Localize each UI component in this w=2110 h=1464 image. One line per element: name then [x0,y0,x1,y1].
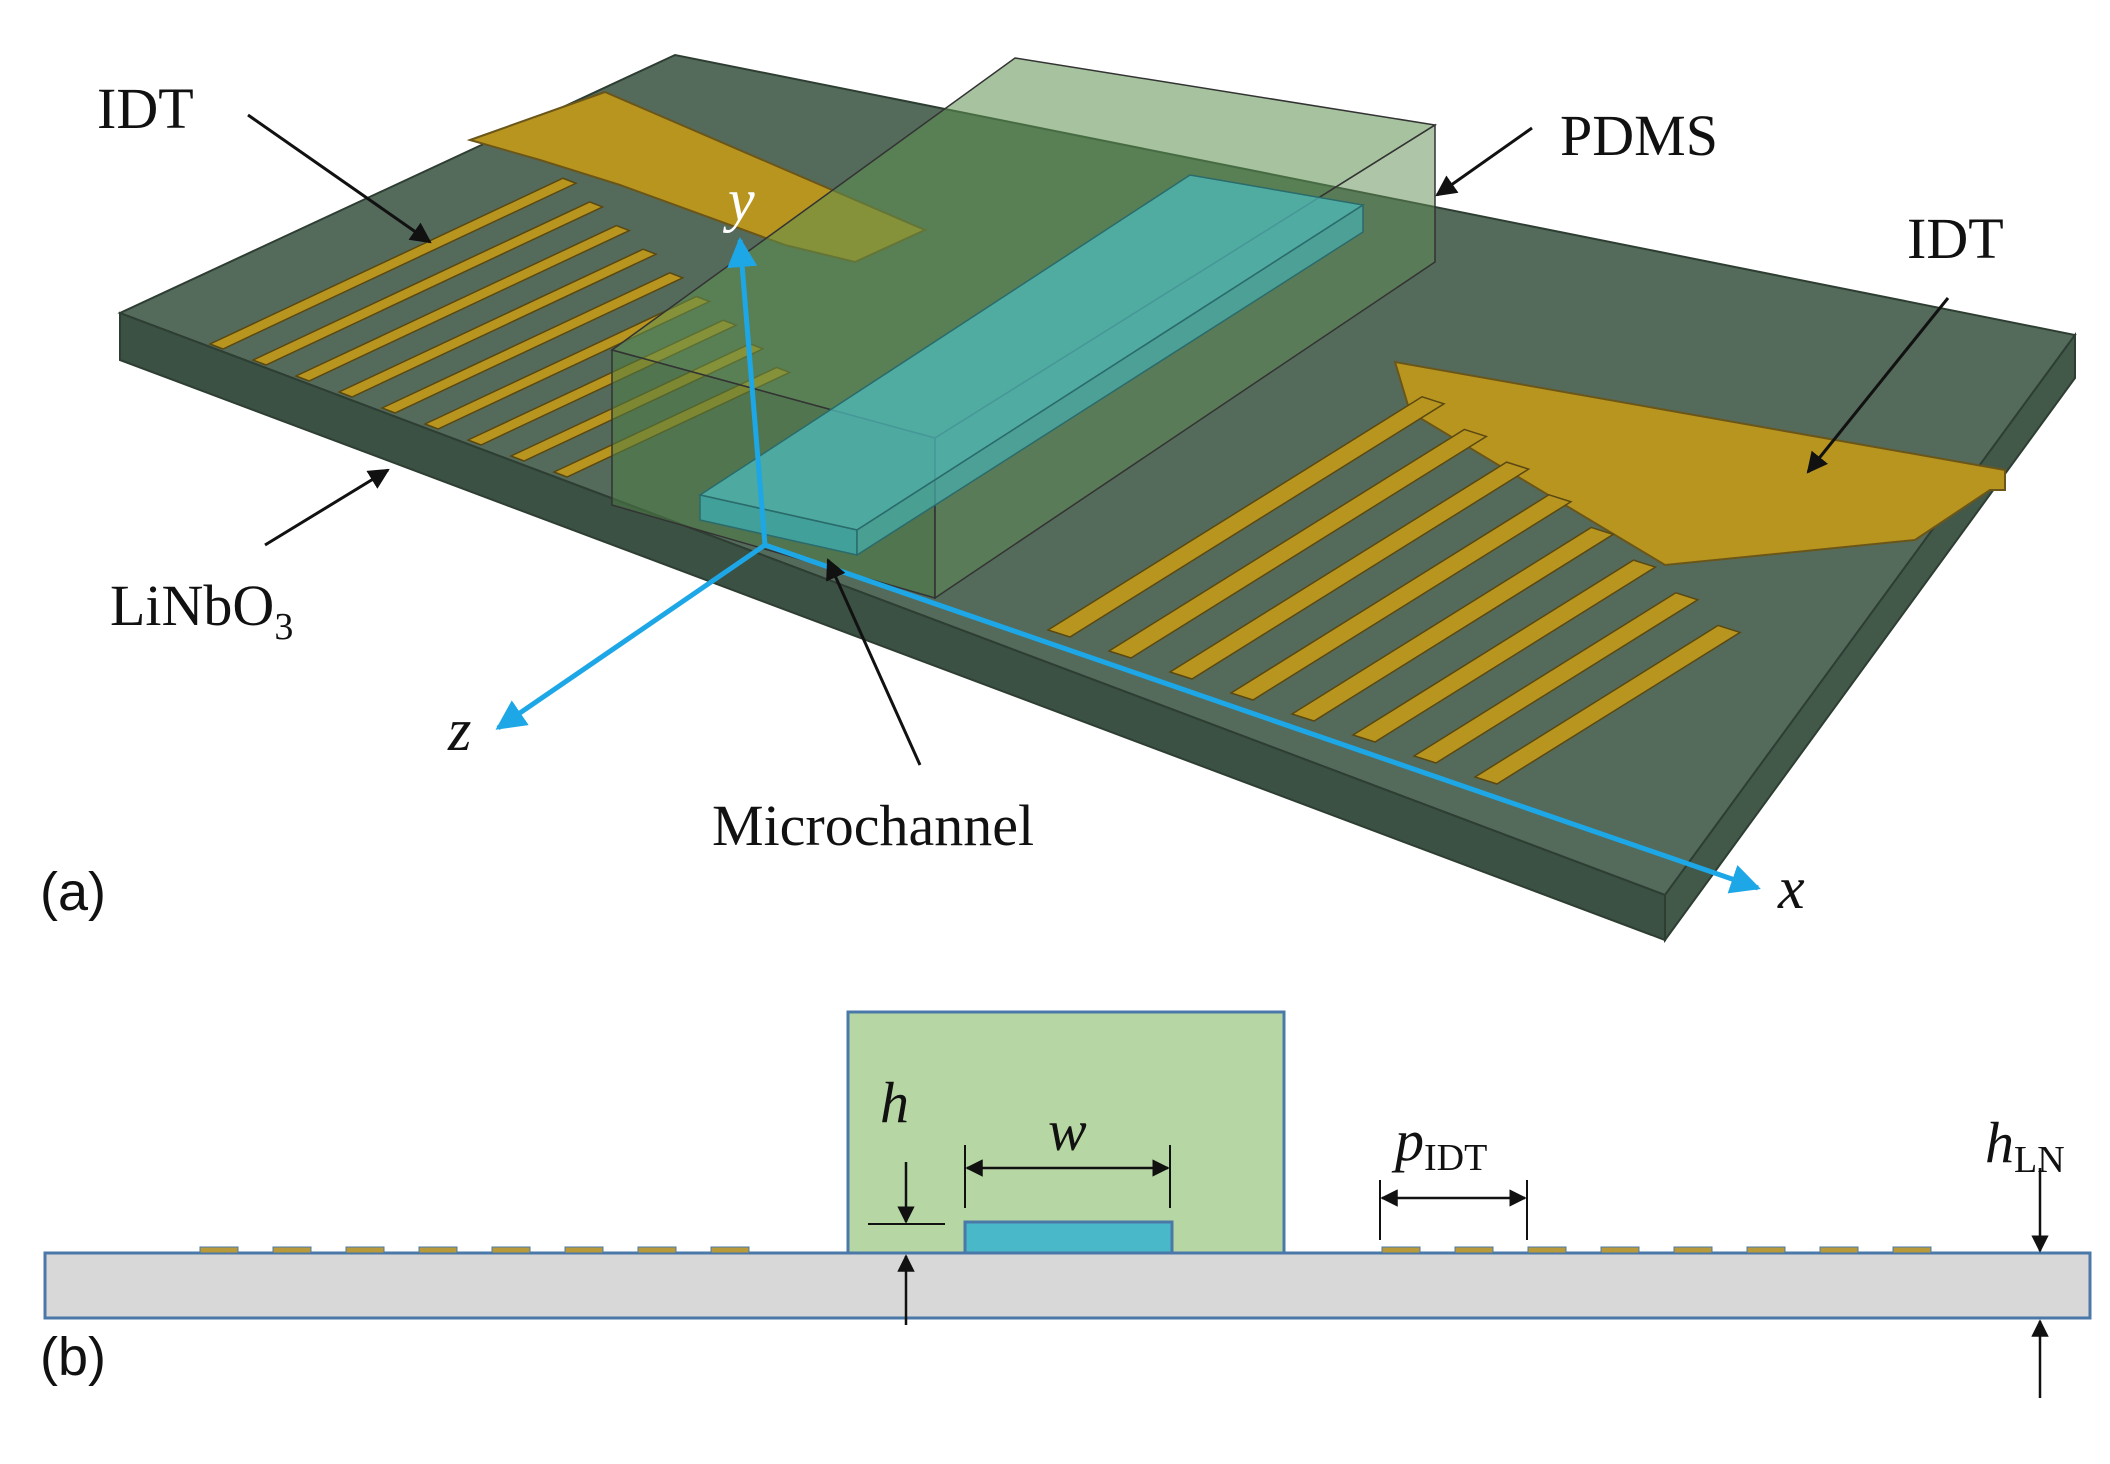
y-axis-arrow [727,237,768,546]
electrode-section [564,1246,604,1254]
electrode-section [272,1246,312,1254]
idt-right-finger [1229,493,1573,701]
panel-a-label: (a) [40,862,106,922]
electrode-section [1454,1246,1494,1254]
pdms-section [846,1010,1286,1256]
electrode-section [1819,1246,1859,1254]
electrode-section [491,1246,531,1254]
microchannel-label: Microchannel [712,793,1034,858]
idt-right-finger [1046,395,1446,638]
idt-left-leader [247,113,432,244]
dim-w: w [964,1098,1171,1208]
dim-pitch-label: pIDT [1391,1108,1487,1179]
electrode-section [199,1246,239,1254]
idt-right-finger [1473,624,1742,785]
idt-left-finger [294,224,632,382]
electrode-section [345,1246,385,1254]
dim-h-label: h [880,1070,909,1135]
pdms-leader [1435,126,1533,197]
substrate-section [43,1251,2092,1320]
idt-right-label: IDT [1907,206,2004,271]
idt-left-label: IDT [97,76,194,141]
leader-arrows [247,113,1950,766]
idt-right-finger [1351,559,1658,743]
electrode-section [637,1246,677,1254]
coordinate-axes: x y z [447,167,1805,921]
panel-b-label: (b) [40,1327,106,1387]
idt-right-finger [1412,591,1700,764]
idt-right-finger [1107,428,1489,659]
panel-a: x y z IDT PDMS IDT LiNbO3 Microchannel (… [40,53,2077,944]
substrate-leader [264,468,390,547]
microchannel-block [698,174,1366,557]
x-axis-label: x [1777,855,1805,921]
dim-w-label: w [1048,1098,1087,1163]
x-axis-arrow [764,542,1761,894]
idt-right [1046,360,2006,785]
electrode-section [418,1246,458,1254]
microchannel-section [963,1220,1174,1255]
pdms-label: PDMS [1560,103,1718,168]
substrate-label: LiNbO3 [110,573,293,648]
electrode-section [1892,1246,1932,1254]
idt-right-finger [1168,461,1531,680]
z-axis-arrow [495,542,767,731]
electrode-section [1600,1246,1640,1254]
electrode-sections [199,1246,1932,1254]
electrode-section [1746,1246,1786,1254]
idt-right-leader [1806,297,1950,474]
idt-left-finger [251,201,605,366]
idt-left-finger [380,272,685,414]
microchannel-right-face [856,203,1364,557]
idt-left-finger [208,177,578,350]
idt-right-finger [1290,526,1615,722]
panel-b: h w pIDT hLN (b) [40,1010,2092,1398]
electrode-section [1673,1246,1713,1254]
electrode-section [1381,1246,1421,1254]
microchannel-leader [826,558,922,766]
idt-left-finger [337,248,658,398]
dim-hln-label: hLN [1985,1110,2065,1181]
idt-right-fingers [1046,395,1742,785]
electrode-section [710,1246,750,1254]
dim-h: h [868,1070,945,1325]
z-axis-label: z [447,697,471,763]
electrode-section [1527,1246,1567,1254]
dim-hln: hLN [1985,1110,2065,1398]
y-axis-label: y [722,167,755,233]
dim-pitch: pIDT [1379,1108,1528,1240]
